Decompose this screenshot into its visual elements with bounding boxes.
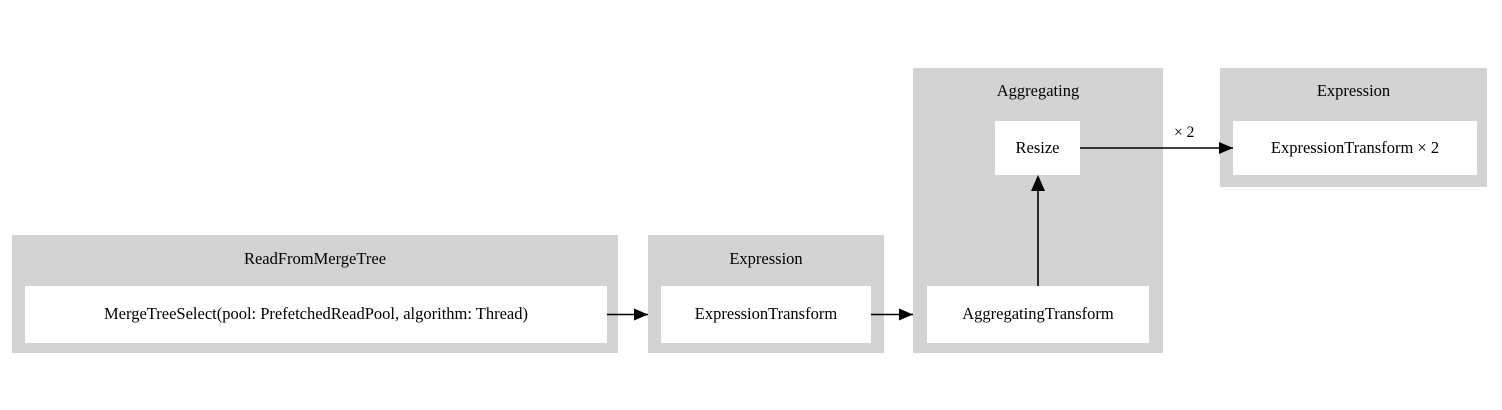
node-aggregating-transform[interactable]: AggregatingTransform <box>927 286 1149 343</box>
cluster-label-expression-2: Expression <box>1316 81 1391 100</box>
node-label-expression-transform-2: ExpressionTransform × 2 <box>1270 137 1440 157</box>
node-label-resize: Resize <box>1015 137 1060 157</box>
node-merge-tree-select[interactable]: MergeTreeSelect(pool: PrefetchedReadPool… <box>25 286 607 343</box>
node-label-expression-transform-1: ExpressionTransform <box>694 304 838 324</box>
node-expression-transform-1[interactable]: ExpressionTransform <box>661 286 871 343</box>
node-resize[interactable]: Resize <box>995 121 1080 175</box>
edge-label-resize-to-expression-transform-2: × 2 <box>1174 124 1195 141</box>
cluster-label-expression-1: Expression <box>729 249 803 268</box>
cluster-label-read-from-merge-tree: ReadFromMergeTree <box>243 249 387 268</box>
cluster-label-aggregating: Aggregating <box>996 81 1080 100</box>
node-label-aggregating-transform: AggregatingTransform <box>962 304 1114 324</box>
node-expression-transform-2[interactable]: ExpressionTransform × 2 <box>1233 121 1477 175</box>
node-label-merge-tree-select: MergeTreeSelect(pool: PrefetchedReadPool… <box>104 304 528 324</box>
